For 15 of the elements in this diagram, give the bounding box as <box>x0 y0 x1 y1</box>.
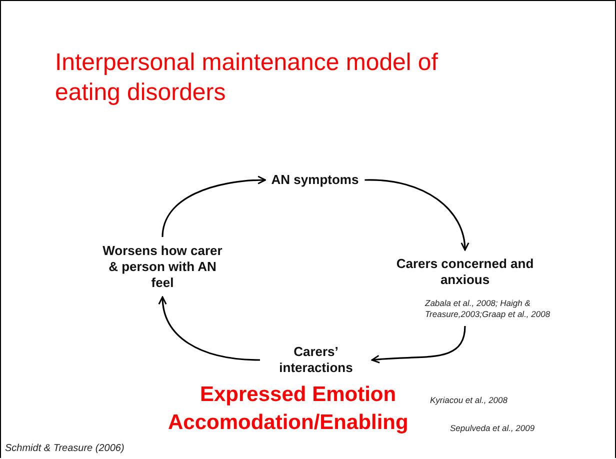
node-label: AN symptoms <box>271 172 359 188</box>
curved-arrow <box>371 326 466 364</box>
curved-arrow <box>158 296 260 361</box>
node-label: Worsens how carer & person with AN feel <box>102 243 224 291</box>
curved-arrow <box>364 179 469 251</box>
curved-arrow <box>162 176 266 238</box>
slide-title: Interpersonal maintenance model of eating disorders <box>55 48 439 108</box>
citation-text: Zabala et al., 2008; Haigh & Treasure,2003;Graap et al., 2008 <box>425 298 552 320</box>
citation-text: Sepulveda et al., 2009 <box>450 423 535 434</box>
node-label: Carers’ interactions <box>278 344 354 376</box>
highlight-text: Expressed Emotion <box>200 383 396 407</box>
node-label: Carers concerned and anxious <box>395 256 535 288</box>
source-note: Schmidt & Treasure (2006) <box>5 443 124 455</box>
highlight-text: Accomodation/Enabling <box>168 411 408 435</box>
citation-text: Kyriacou et al., 2008 <box>430 395 508 406</box>
